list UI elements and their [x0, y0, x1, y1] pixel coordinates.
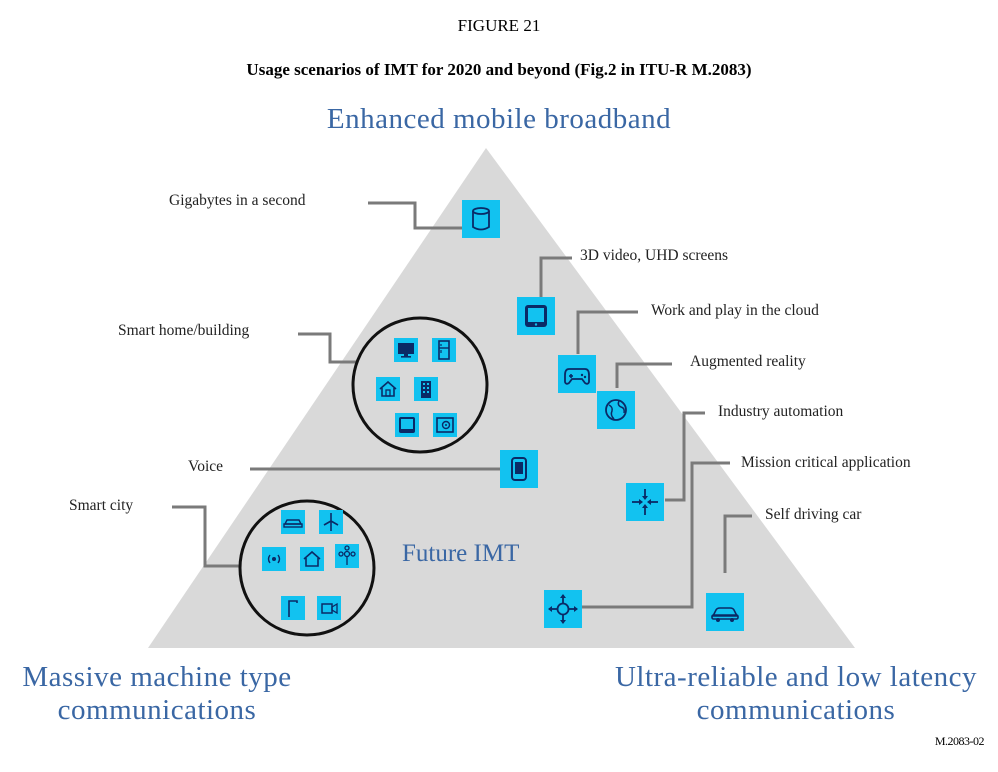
scenario-triangle: [148, 148, 855, 648]
center-label: Future IMT: [402, 540, 520, 567]
corner-label-mmtc: Massive machine type communications: [0, 661, 314, 727]
connector-self-driving: [723, 514, 752, 573]
network-icon: [335, 544, 359, 568]
label-3d-video: 3D video, UHD screens: [580, 247, 729, 264]
connector-augmented-reality: [615, 362, 672, 388]
connector-3d-video: [539, 256, 572, 298]
building-icon: [414, 377, 438, 401]
street-light-icon: [281, 596, 305, 620]
label-mission-critical: Mission critical application: [741, 454, 911, 471]
car-small-icon: [281, 510, 305, 534]
connector-cloud: [576, 310, 638, 354]
corner-label-mmtc-line1: Massive machine type: [22, 661, 292, 693]
car-icon: [706, 593, 744, 631]
database-icon: [462, 200, 500, 238]
connector-smart-city: [172, 505, 240, 568]
connector-smart-home: [298, 332, 356, 364]
safe-icon: [433, 413, 457, 437]
corner-label-mmtc-line2: communications: [57, 694, 257, 727]
label-augmented-reality: Augmented reality: [690, 353, 806, 370]
camera-icon: [317, 596, 341, 620]
tablet-icon: [395, 413, 419, 437]
corner-label-embb: Enhanced mobile broadband: [326, 103, 672, 135]
monitor-icon: [394, 338, 418, 362]
crosshair-icon: [544, 590, 582, 628]
connector-gigabytes: [368, 201, 462, 230]
label-cloud: Work and play in the cloud: [651, 302, 819, 319]
corner-label-urllc: Ultra-reliable and low latency communica…: [596, 661, 996, 727]
corner-label-urllc-line2: communications: [696, 694, 896, 727]
label-smart-city: Smart city: [69, 497, 134, 514]
smart-home-cluster: [351, 316, 489, 454]
gamepad-icon: [558, 355, 596, 393]
house-small-icon: [300, 547, 324, 571]
phone-icon: [500, 450, 538, 488]
corner-label-urllc-line1: Ultra-reliable and low latency: [614, 661, 978, 693]
refrigerator-icon: [432, 338, 456, 362]
signal-icon: [262, 547, 286, 571]
wind-turbine-icon: [319, 510, 343, 534]
tablet-screen-icon: [517, 297, 555, 335]
source-code: M.2083-02: [934, 734, 985, 748]
connector-industry-automation: [665, 411, 705, 502]
label-self-driving: Self driving car: [765, 506, 862, 523]
globe-icon: [597, 391, 635, 429]
connector-mission-critical: [582, 461, 730, 609]
house-icon: [376, 377, 400, 401]
smart-city-cluster: [238, 499, 376, 637]
label-gigabytes: Gigabytes in a second: [169, 192, 306, 209]
figure-title: Usage scenarios of IMT for 2020 and beyo…: [246, 60, 752, 79]
label-smart-home: Smart home/building: [118, 322, 250, 339]
label-voice: Voice: [188, 458, 224, 475]
label-industry-automation: Industry automation: [718, 403, 844, 420]
arrows-in-icon: [626, 483, 664, 521]
figure-number: FIGURE 21: [457, 16, 541, 35]
